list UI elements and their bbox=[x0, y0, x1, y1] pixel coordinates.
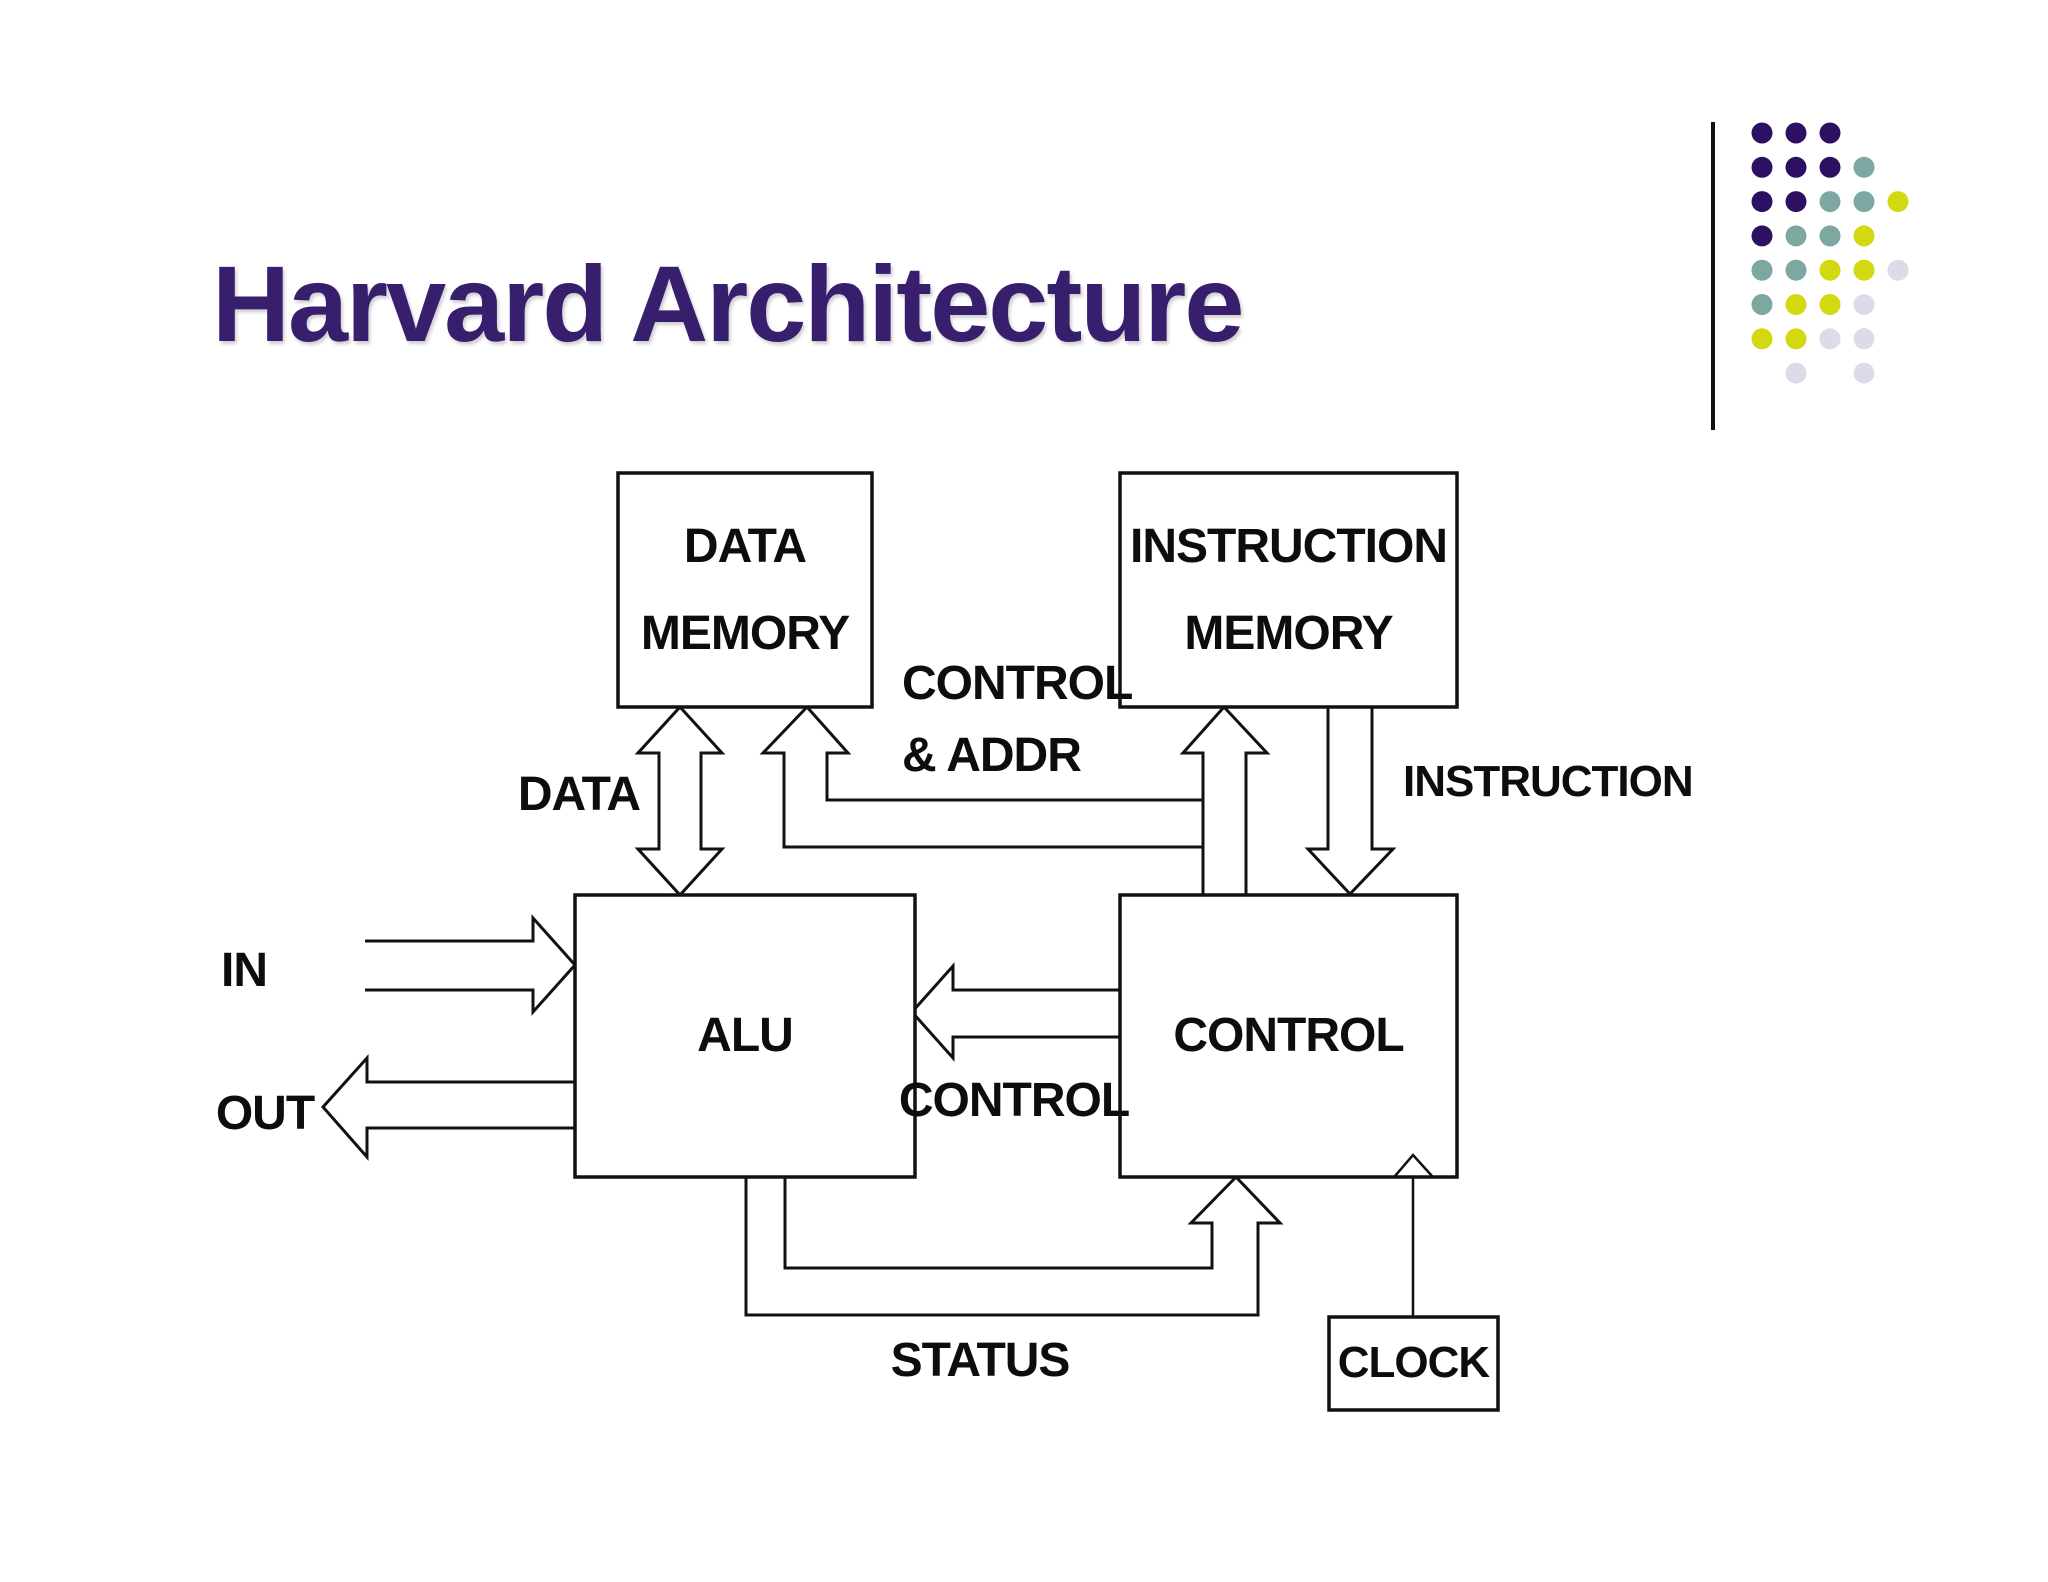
dot bbox=[1751, 122, 1773, 144]
data-memory-label-line1: DATA bbox=[683, 519, 807, 573]
dot bbox=[1819, 156, 1841, 178]
instruction-memory-label-line2: MEMORY bbox=[1184, 607, 1393, 660]
in-arrow bbox=[365, 914, 578, 1016]
instruction-memory-label-line1: INSTRUCTION bbox=[1130, 519, 1448, 573]
dot bbox=[1819, 294, 1841, 315]
control-bus-label: CONTROL bbox=[898, 1074, 1130, 1127]
dot bbox=[1785, 259, 1807, 281]
dot bbox=[1853, 191, 1875, 213]
diagram-boxes bbox=[573, 471, 1500, 1412]
dot bbox=[1785, 191, 1807, 213]
data-bus-double-arrow bbox=[634, 704, 726, 898]
data-memory-box bbox=[616, 471, 874, 709]
bus-arrows bbox=[320, 704, 1397, 1317]
dot bbox=[1785, 294, 1807, 315]
dot bbox=[1751, 259, 1773, 281]
dot bbox=[1751, 191, 1773, 213]
dot bbox=[1853, 156, 1875, 178]
dot bbox=[1785, 362, 1807, 384]
dot bbox=[1853, 225, 1875, 247]
control-addr-label-line1: CONTROL bbox=[902, 657, 1133, 710]
dot bbox=[1853, 362, 1875, 384]
page-title: Harvard Architecture bbox=[212, 243, 1244, 364]
clock-wire-group bbox=[1394, 1153, 1433, 1317]
dot bbox=[1819, 225, 1841, 247]
dot bbox=[1785, 156, 1807, 178]
control-addr-bus-label: CONTROL & ADDR bbox=[902, 648, 1133, 792]
control-box-label: CONTROL bbox=[1173, 1009, 1404, 1063]
alu-box bbox=[573, 893, 917, 1179]
status-bus-arrow bbox=[783, 1175, 1238, 1270]
clock-box bbox=[1327, 1315, 1500, 1412]
dot bbox=[1819, 191, 1841, 213]
instruction-bus-label: INSTRUCTION bbox=[1403, 757, 1694, 806]
dot bbox=[1751, 225, 1773, 247]
dot bbox=[1785, 328, 1807, 350]
data-memory-label-line2: MEMORY bbox=[640, 607, 850, 660]
dot bbox=[1887, 259, 1909, 281]
control-addr-bus bbox=[759, 705, 1203, 849]
dot bbox=[1785, 122, 1807, 144]
control-addr-bus bbox=[1222, 705, 1271, 895]
clock-input-triangle-icon bbox=[1394, 1153, 1433, 1177]
out-label: OUT bbox=[215, 1087, 315, 1140]
dot bbox=[1819, 328, 1841, 350]
dot bbox=[1887, 191, 1909, 213]
dot bbox=[1853, 259, 1875, 281]
control-addr-bus bbox=[805, 706, 1203, 802]
dot bbox=[1785, 225, 1807, 247]
control-addr-bus bbox=[1179, 706, 1226, 895]
dot bbox=[1751, 156, 1773, 178]
dot bbox=[1853, 328, 1875, 350]
out-arrow bbox=[320, 1054, 575, 1161]
control-addr-label-line2: & ADDR bbox=[902, 729, 1082, 782]
data-memory-label: DATA MEMORY bbox=[618, 473, 872, 707]
instruction-memory-label: INSTRUCTION MEMORY bbox=[1120, 473, 1457, 707]
dot bbox=[1751, 294, 1773, 315]
dot bbox=[1819, 122, 1841, 144]
control-box bbox=[1118, 893, 1459, 1179]
dot bbox=[1853, 294, 1875, 315]
instruction-bus-arrow bbox=[1304, 707, 1397, 897]
dot bbox=[1751, 328, 1773, 350]
decoration bbox=[1711, 122, 1909, 430]
dots-grid-logo bbox=[1751, 122, 1909, 384]
control-to-alu-arrow bbox=[909, 962, 1120, 1062]
in-label: IN bbox=[221, 944, 268, 997]
status-bus-arrow bbox=[744, 1175, 1284, 1317]
status-bus-label: STATUS bbox=[890, 1334, 1071, 1387]
data-bus-label: DATA bbox=[517, 768, 641, 821]
dot bbox=[1819, 259, 1841, 281]
clock-label: CLOCK bbox=[1337, 1338, 1490, 1388]
alu-label: ALU bbox=[697, 1009, 794, 1063]
instruction-memory-box bbox=[1118, 471, 1459, 709]
